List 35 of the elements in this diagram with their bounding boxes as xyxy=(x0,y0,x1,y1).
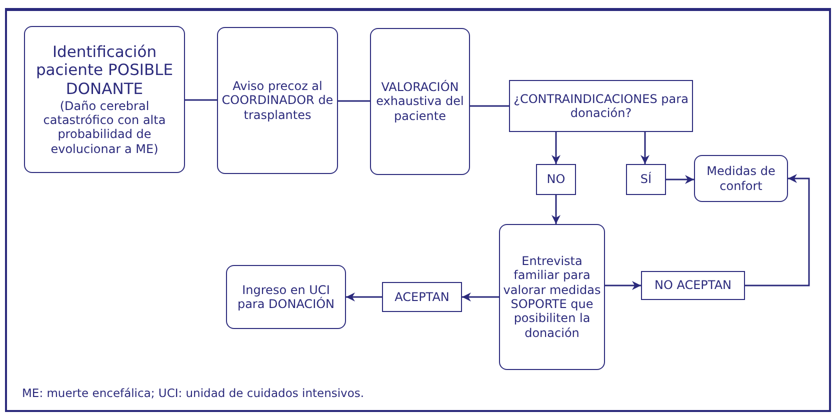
arrow xyxy=(666,175,694,184)
node-text: Medidas de confort xyxy=(706,164,776,193)
node-text: Aviso precoz al COORDINADOR de trasplantes xyxy=(220,78,334,122)
arrow xyxy=(462,292,499,302)
arrow xyxy=(640,132,650,164)
node-text: VALORACIÓN exhaustiva del paciente xyxy=(375,80,465,124)
connector-line xyxy=(470,105,509,107)
node-text: ¿CONTRAINDICACIONES para donación? xyxy=(512,92,690,120)
label-box xyxy=(626,164,666,195)
node-subtext: (Daño cerebral catastrófico con alta probabilidad de evolucionar a ME) xyxy=(42,98,167,156)
label-box xyxy=(536,164,576,195)
node-text: NO ACEPTAN xyxy=(654,278,732,293)
connector-line xyxy=(185,99,217,101)
node-text: Identificación paciente POSIBLE DONANTE xyxy=(34,42,174,99)
label-box xyxy=(641,271,745,300)
process-box xyxy=(24,26,185,173)
process-box xyxy=(226,265,346,329)
process-box xyxy=(370,28,470,175)
footnote: ME: muerte encefálica; UCI: unidad de cuidados intensivos. xyxy=(22,386,364,400)
process-box xyxy=(694,155,788,202)
arrow xyxy=(745,174,810,286)
label-box xyxy=(382,282,462,312)
node-text: NO xyxy=(546,172,566,187)
node-text: Entrevista familiar para valorar medidas SOPORTE que posibiliten la donación xyxy=(502,254,602,340)
arrow xyxy=(552,195,560,224)
connector-line xyxy=(338,100,370,102)
node-text: SÍ xyxy=(640,172,652,187)
node-text: ACEPTAN xyxy=(394,290,450,304)
arrow xyxy=(605,281,641,290)
node-text: Ingreso en UCI para DONACIÓN xyxy=(236,282,336,312)
arrow xyxy=(346,292,382,302)
arrow xyxy=(552,132,560,164)
process-box xyxy=(499,224,605,370)
label-box xyxy=(509,80,693,132)
process-box xyxy=(217,27,338,174)
